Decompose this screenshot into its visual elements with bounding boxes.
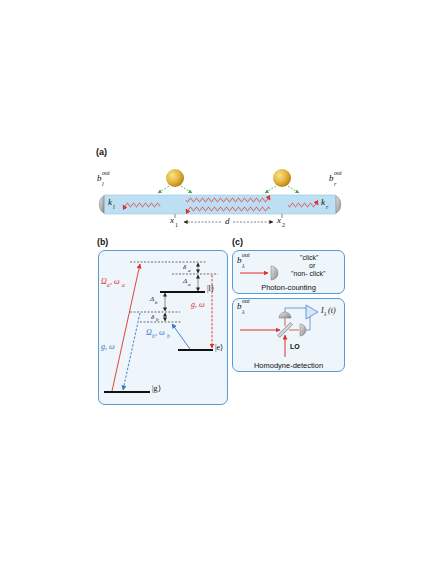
panel-label: (a) — [96, 148, 107, 157]
detuning-label: δ — [183, 264, 186, 271]
coupling-label: a — [122, 283, 125, 289]
panel-fill — [98, 250, 228, 405]
level-scheme — [104, 262, 218, 392]
coupling-label: b — [152, 334, 155, 340]
local-oscillator: LO — [290, 343, 300, 350]
field-symbol: out — [242, 298, 250, 304]
detector-outcome: "click" — [300, 254, 319, 261]
panel-label: (b) — [97, 238, 225, 247]
photon-wave — [186, 198, 270, 202]
field-symbol: b — [237, 256, 242, 265]
distance: d — [224, 217, 231, 226]
atom — [166, 169, 184, 187]
field-symbol: b — [97, 174, 102, 183]
detector — [99, 196, 104, 213]
detector-outcome: "non- click" — [291, 270, 326, 277]
emission-arrows — [158, 186, 299, 193]
coupling-label: , ω — [155, 329, 165, 337]
detuning-label: Δ — [183, 278, 187, 285]
photon-waves — [123, 198, 318, 211]
detuning-label: Δ — [150, 296, 154, 303]
coupling-label: g, ω — [191, 301, 205, 309]
detuning-label: δ — [151, 314, 154, 321]
panel-fill — [232, 298, 345, 372]
current-label: (t) — [328, 307, 336, 315]
position: x — [170, 216, 174, 225]
detector — [336, 196, 341, 213]
field-superscript: out — [102, 170, 110, 176]
field-symbol: λ — [242, 263, 245, 269]
field-subscript: l — [102, 181, 104, 187]
homodyne-setup — [240, 305, 318, 357]
coupling-label: Ω — [101, 278, 107, 286]
panel-fill — [232, 250, 345, 294]
position: x — [277, 216, 281, 225]
photon-counting-setup — [240, 266, 278, 280]
photon-wave — [288, 203, 318, 207]
field-superscript: out — [334, 170, 342, 176]
coupling-label: a — [107, 283, 110, 289]
detuning-label: b — [156, 317, 159, 322]
level-label: |l⟩ — [207, 285, 214, 293]
field-symbol: b — [237, 302, 242, 311]
atom — [273, 169, 291, 187]
position-subscript: 1 — [175, 222, 178, 228]
panel-box: (b) — [98, 250, 228, 405]
wavevector: k — [108, 198, 112, 207]
position-subscript: 2 — [282, 222, 285, 228]
field-symbol: λ — [242, 309, 245, 315]
field-subscript: r — [334, 181, 336, 187]
setup-name: Homodyne-detection — [254, 362, 323, 370]
field-symbol: out — [242, 252, 250, 258]
photon-wave — [123, 203, 160, 207]
coupling-label: g, ω — [101, 343, 115, 351]
detector-outcome: or — [309, 262, 315, 269]
waveguide — [104, 195, 336, 214]
setup-name: Photon-counting — [261, 284, 316, 292]
level-label: |e⟩ — [215, 344, 223, 352]
coupling-label: Ω — [146, 329, 152, 337]
coupling-label: b — [167, 334, 170, 340]
wavevector-subscript: r — [326, 204, 328, 210]
current-label: I — [321, 307, 324, 315]
photon-wave — [186, 207, 270, 211]
coupling-label: , ω — [110, 278, 120, 286]
wavevector: k — [321, 198, 325, 207]
level-label: |g⟩ — [152, 385, 161, 393]
current-label: λ — [324, 312, 326, 318]
panel-label: (c) — [232, 238, 243, 247]
detuning-label: a — [188, 268, 191, 273]
detuning-label: a — [188, 282, 191, 287]
field-symbol: b — [329, 174, 334, 183]
detuning-label: b — [155, 300, 158, 305]
wavevector-subscript: l — [113, 204, 115, 210]
